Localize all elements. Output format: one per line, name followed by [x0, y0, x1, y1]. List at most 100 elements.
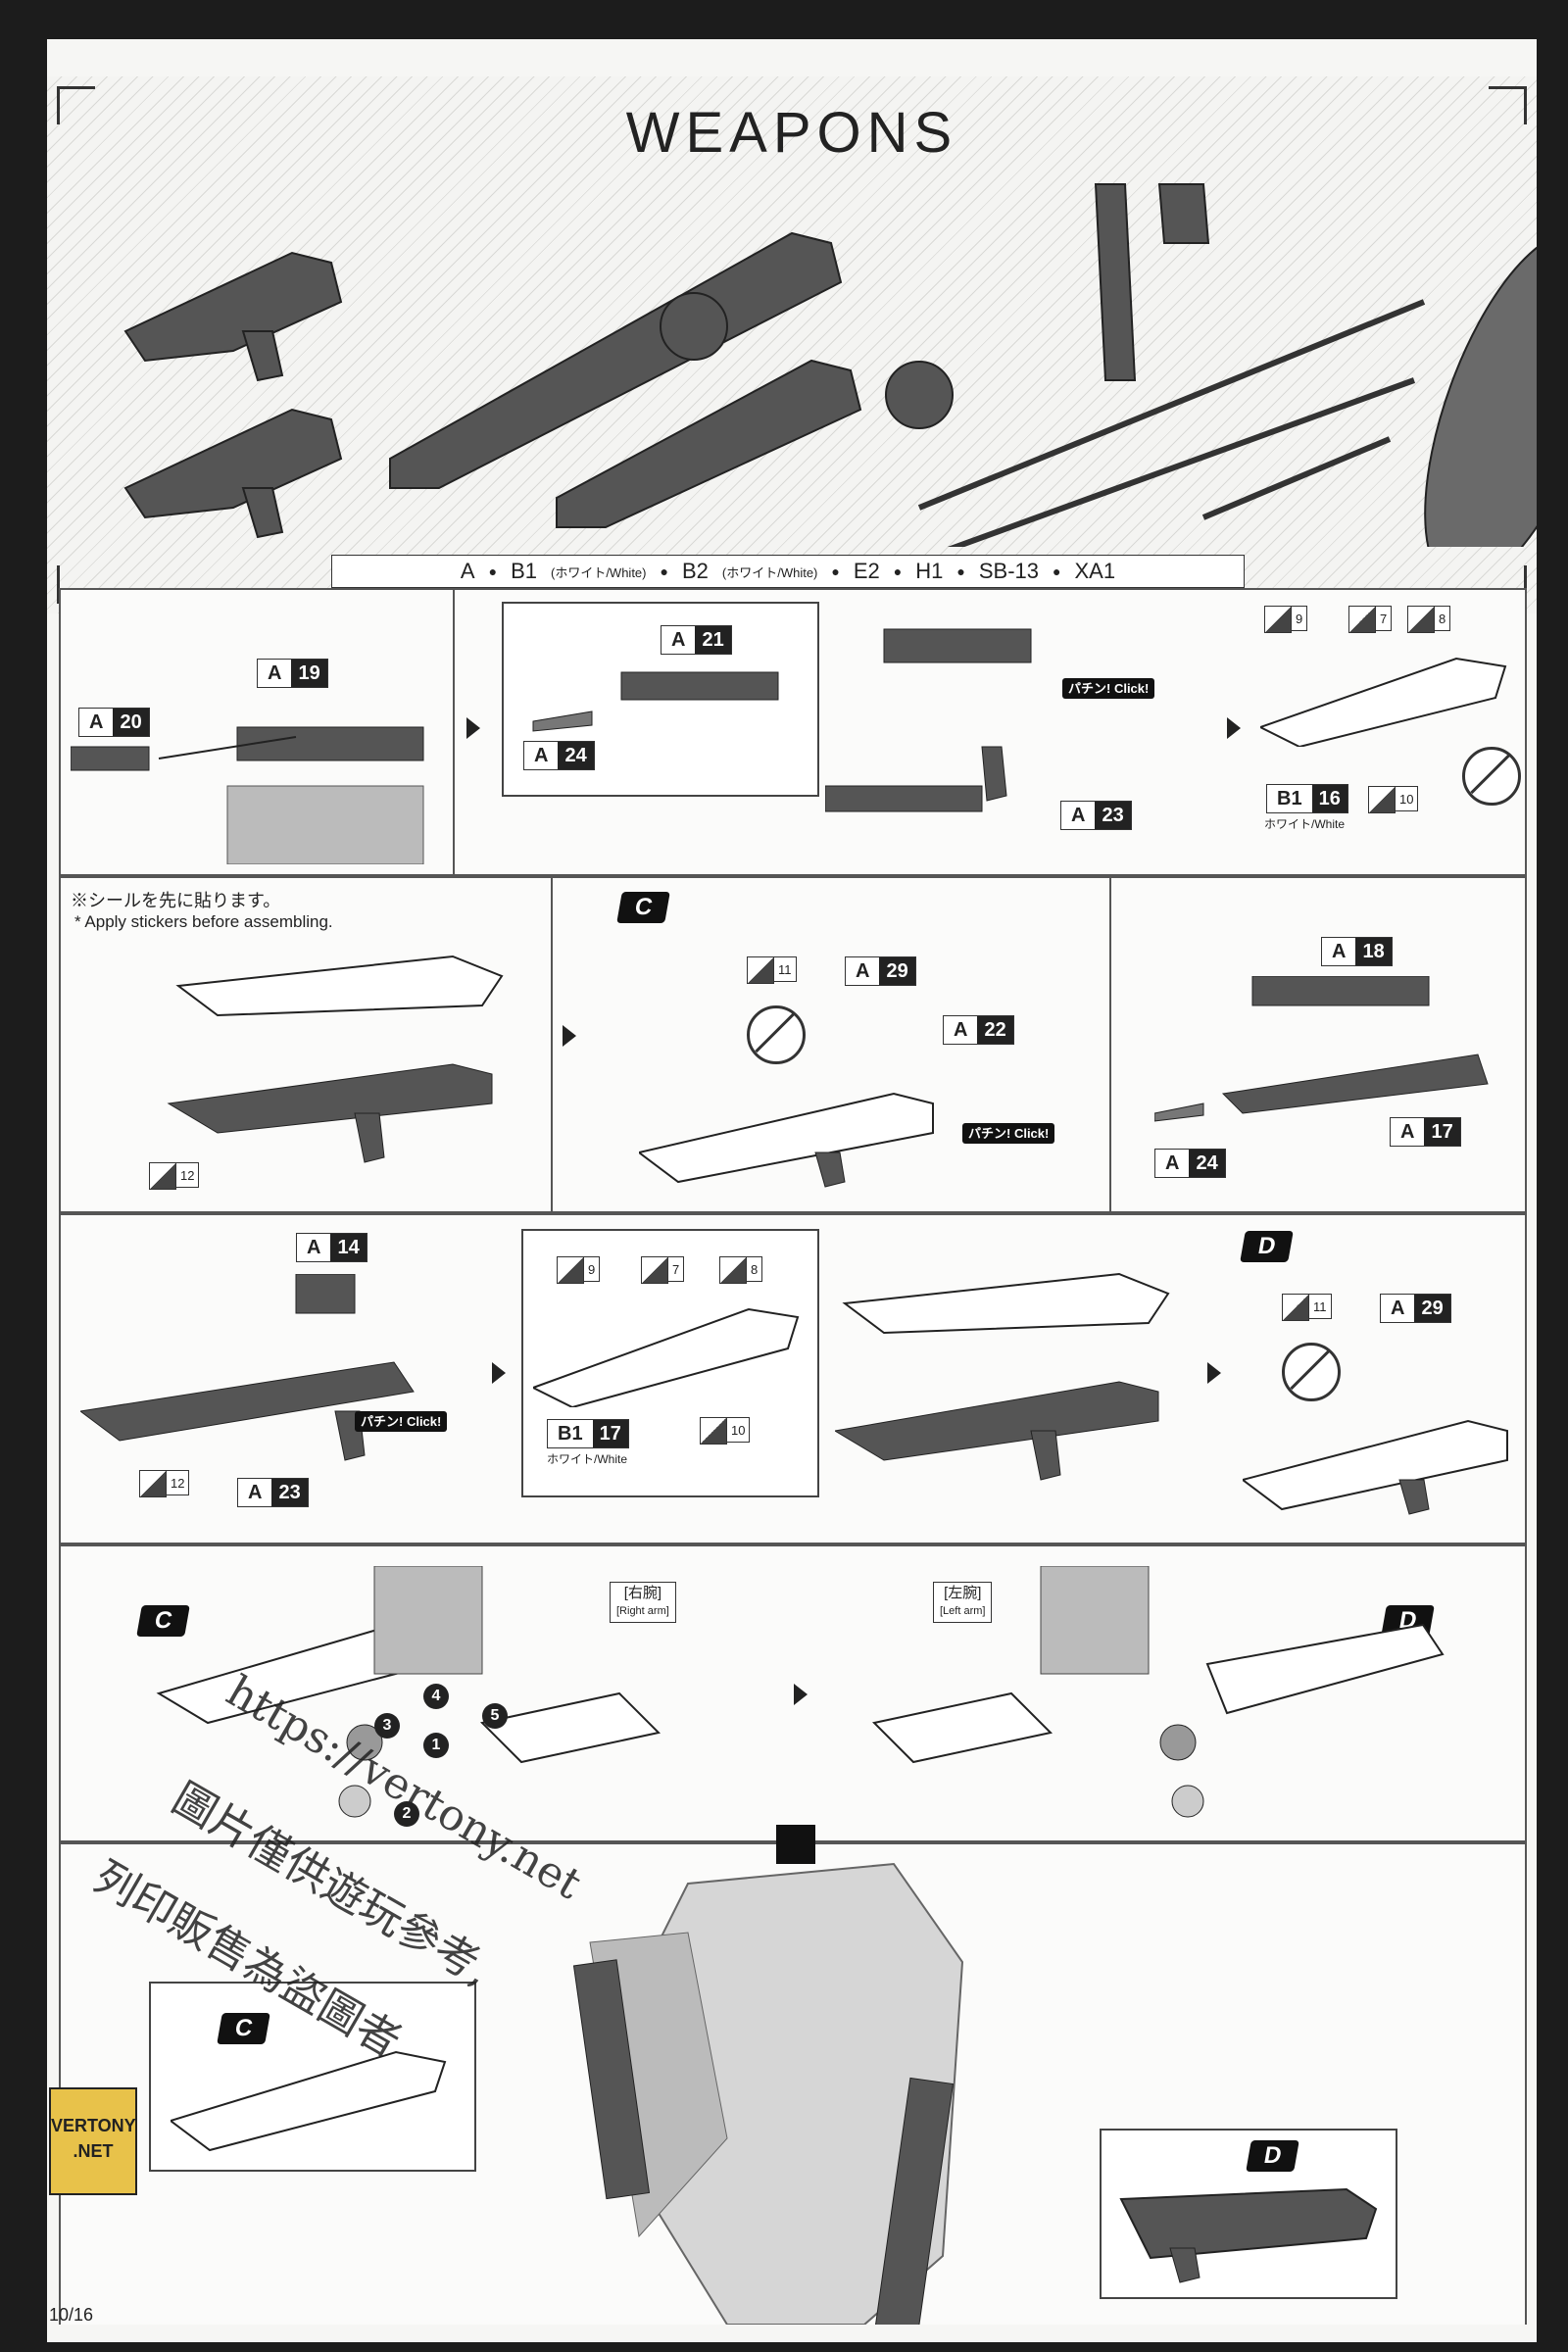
vertony-logo: VERTONY .NET	[49, 2087, 137, 2195]
next-step-arrow	[466, 717, 480, 739]
step-number: 4	[423, 1684, 449, 1709]
part-drawing	[71, 726, 424, 864]
sticker-tag: 8	[1407, 606, 1451, 633]
step-number: 1	[423, 1733, 449, 1758]
next-step-arrow	[794, 1684, 808, 1705]
part-drawing	[835, 1272, 1170, 1481]
part-b2-color: (ホワイト/White)	[721, 564, 818, 580]
sticker-tag: 11	[1282, 1294, 1332, 1321]
next-step-arrow	[1207, 1362, 1221, 1384]
label-d: D	[1240, 1231, 1295, 1262]
part-e2: E2	[853, 559, 880, 583]
part-drawing	[156, 1566, 662, 1818]
next-step-arrow	[563, 1025, 576, 1047]
sticker-tag: 10	[700, 1417, 751, 1445]
sticker-tag: 9	[557, 1256, 601, 1284]
no-sticker-icon	[1462, 747, 1521, 806]
step-number: 3	[374, 1713, 400, 1739]
click-callout: パチン! Click!	[355, 1411, 448, 1432]
part-drawing	[532, 671, 779, 732]
step-4-left-arm: D [左腕][Left arm]	[806, 1546, 1525, 1840]
part-drawing	[1154, 976, 1489, 1122]
color-label: ホワイト/White	[547, 1452, 628, 1466]
part-sb13: SB-13	[978, 559, 1040, 583]
step-row-4: C [右腕][Right arm] 1 2 3 4 5 D	[59, 1544, 1527, 1842]
detail-frame-c: C	[149, 1982, 476, 2172]
step-2a: ※シールを先に貼ります。 * Apply stickers before ass…	[61, 878, 553, 1211]
no-sticker-icon	[747, 1005, 806, 1064]
no-sticker-icon	[1282, 1343, 1341, 1401]
color-label: ホワイト/White	[1264, 817, 1346, 831]
sticker-tag: 7	[641, 1256, 685, 1284]
note-jp: ※シールを先に貼ります。	[71, 891, 281, 910]
step-row-2: ※シールを先に貼ります。 * Apply stickers before ass…	[59, 876, 1527, 1213]
right-arm-label: [右腕][Right arm]	[610, 1582, 676, 1623]
part-drawing	[171, 2050, 447, 2152]
part-h1: H1	[915, 559, 944, 583]
sticker-tag: 12	[149, 1162, 200, 1190]
logo-line2: .NET	[73, 2141, 114, 2161]
click-callout: パチン! Click!	[1062, 678, 1155, 699]
page-title: WEAPONS	[625, 101, 958, 165]
part-drawing	[1243, 1419, 1508, 1515]
sticker-tag: 8	[719, 1256, 763, 1284]
part-drawing	[80, 1274, 415, 1461]
sticker-tag: 12	[139, 1470, 190, 1497]
part-a: A	[460, 559, 475, 583]
part-drawing	[167, 955, 504, 1163]
step-number: 5	[482, 1703, 508, 1729]
sticker-tag: 10	[1368, 786, 1419, 813]
note-en: * Apply stickers before assembling.	[74, 912, 333, 931]
label-c: C	[616, 892, 671, 923]
frame-corner	[1489, 86, 1527, 124]
step-row-5: C D	[59, 1825, 1527, 2325]
step-4-right-arm: C [右腕][Right arm] 1 2 3 4 5	[61, 1546, 786, 1840]
frame-corner	[57, 86, 95, 124]
part-b1: B1	[511, 559, 537, 583]
part-xa1: XA1	[1074, 559, 1116, 583]
weapons-overview: WEAPONS	[47, 76, 1537, 613]
weapons-illustration	[123, 183, 1537, 547]
sticker-tag: 9	[1264, 606, 1308, 633]
part-drawing	[639, 1092, 934, 1188]
part-drawing	[1260, 657, 1507, 747]
part-drawing	[533, 1307, 800, 1407]
sticker-tag: 7	[1348, 606, 1393, 633]
sticker-tag: 11	[747, 956, 797, 984]
label-d: D	[1246, 2140, 1300, 2172]
step-number: 2	[394, 1801, 419, 1827]
page-number: 10/16	[49, 2305, 94, 2325]
part-b1-color: (ホワイト/White)	[550, 564, 647, 580]
manual-page: WEAPONS	[47, 39, 1537, 2342]
next-step-arrow	[1227, 717, 1241, 739]
left-arm-label: [左腕][Left arm]	[933, 1582, 993, 1623]
robot-illustration	[572, 1862, 964, 2325]
part-drawing	[1119, 2187, 1378, 2283]
click-callout: パチン! Click!	[962, 1123, 1055, 1144]
